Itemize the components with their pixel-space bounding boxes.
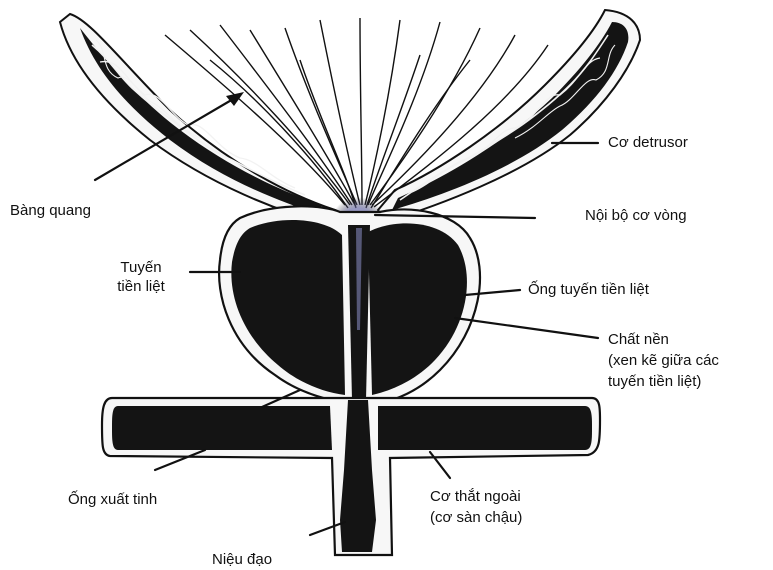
bladder-wall-right xyxy=(378,10,640,222)
label-chat-nen-line1: Chất nền xyxy=(608,329,719,350)
label-ong-tuyen-tien-liet: Ống tuyến tiền liệt xyxy=(528,280,649,299)
label-chat-nen: Chất nền (xen kẽ giữa các tuyến tiền liệ… xyxy=(608,329,719,392)
label-chat-nen-line3: tuyến tiền liệt) xyxy=(608,371,719,392)
label-co-that-ngoai-line2: (cơ sàn chậu) xyxy=(430,507,522,528)
pelvic-floor-right xyxy=(378,406,592,450)
label-bang-quang: Bàng quang xyxy=(10,201,91,220)
label-co-detrusor: Cơ detrusor xyxy=(608,133,688,152)
label-tuyen-tien-liet: Tuyến tiền liệt xyxy=(96,258,186,296)
pelvic-floor-left xyxy=(112,406,332,450)
label-nieu-dao: Niệu đạo xyxy=(212,550,272,569)
label-co-that-ngoai-line1: Cơ thắt ngoài xyxy=(430,486,522,507)
label-tuyen-tien-liet-line1: Tuyến xyxy=(96,258,186,277)
prostate-lobe-right xyxy=(368,223,467,395)
label-ong-xuat-tinh: Ống xuất tinh xyxy=(68,490,157,509)
label-co-that-ngoai: Cơ thắt ngoài (cơ sàn chậu) xyxy=(430,486,522,528)
label-noi-bo-co-vong: Nội bộ cơ vòng xyxy=(585,206,687,225)
label-chat-nen-line2: (xen kẽ giữa các xyxy=(608,350,719,371)
prostate-lobe-left xyxy=(231,220,345,395)
label-tuyen-tien-liet-line2: tiền liệt xyxy=(96,277,186,296)
